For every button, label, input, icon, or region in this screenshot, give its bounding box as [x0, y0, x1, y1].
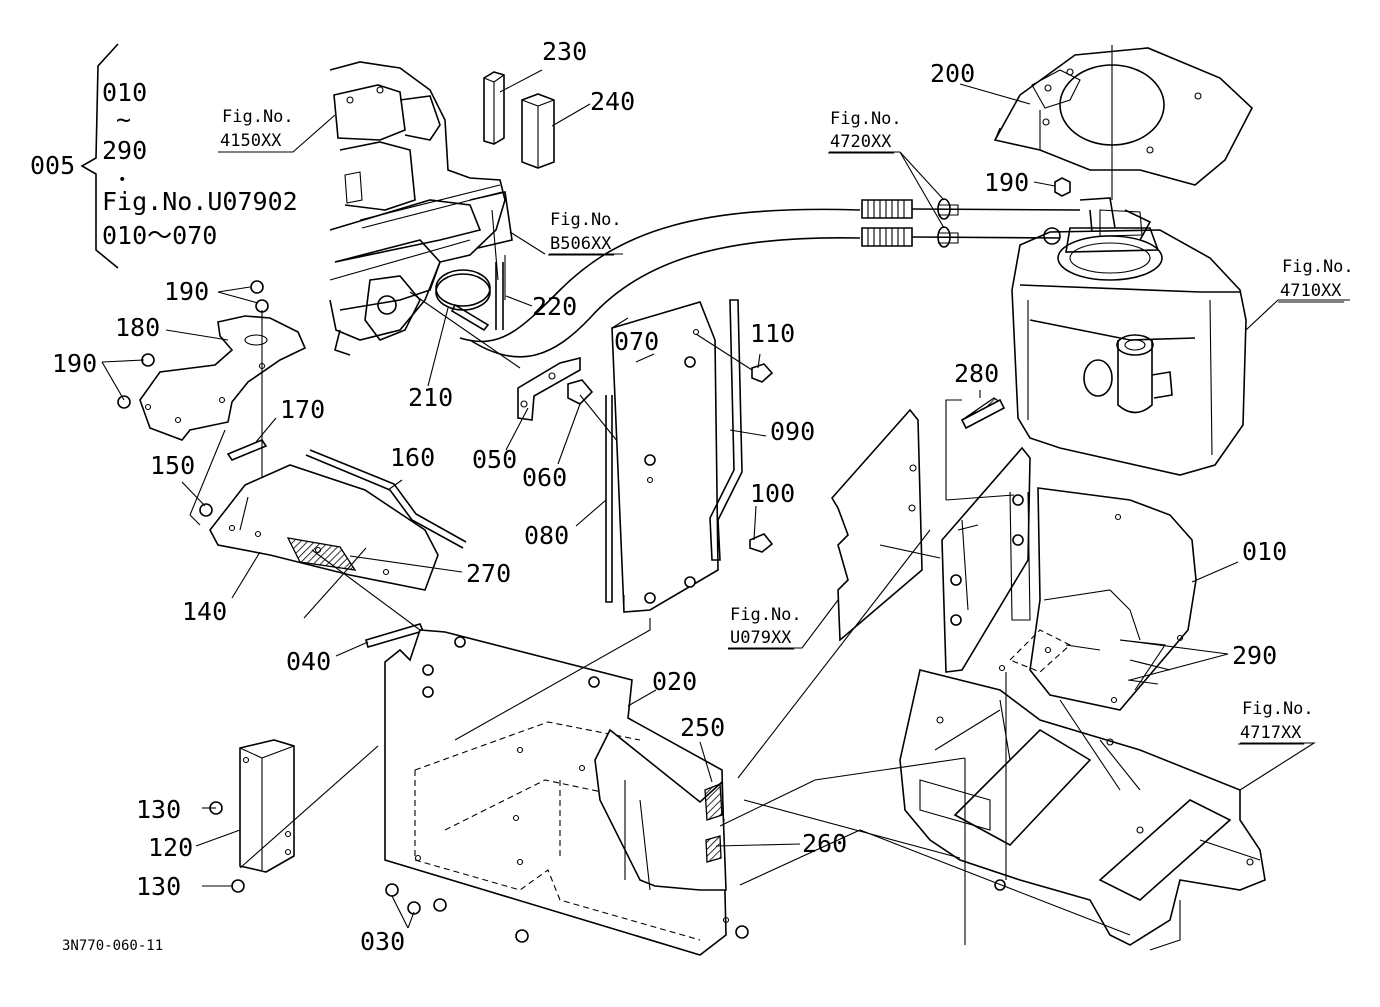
pin-040 — [365, 623, 425, 648]
part-label-150[interactable]: 150 — [150, 451, 195, 480]
bracket-180 — [139, 315, 307, 441]
part-label-190-top[interactable]: 190 — [164, 277, 209, 306]
fig-ref-4717[interactable]: Fig.No. 4717XX — [1238, 699, 1314, 745]
bracket-120 — [239, 739, 295, 873]
group-id: 005 — [30, 151, 75, 180]
svg-text:Fig.No.: Fig.No. — [1242, 699, 1314, 719]
part-label-270[interactable]: 270 — [466, 559, 511, 588]
svg-text:Fig.No.: Fig.No. — [222, 107, 294, 127]
flap-250 — [594, 728, 727, 891]
group-range-start: 010 — [102, 78, 147, 107]
svg-text:4150XX: 4150XX — [220, 131, 282, 151]
rail-080 — [605, 395, 613, 603]
part-label-020[interactable]: 020 — [652, 667, 697, 696]
part-label-220[interactable]: 220 — [532, 292, 577, 321]
svg-text:4717XX: 4717XX — [1240, 723, 1302, 743]
clamp-210 — [435, 269, 491, 332]
group-range-end: 290 — [102, 136, 147, 165]
bolt-130-bottom — [231, 879, 245, 893]
part-label-130-top[interactable]: 130 — [136, 795, 181, 824]
fig-ref-4720[interactable]: Fig.No. 4720XX — [828, 109, 902, 154]
assembly-lines — [189, 239, 1131, 945]
svg-text:B506XX: B506XX — [550, 234, 612, 254]
group-label: 005 010 ~ 290 • Fig.No.U07902 010～070 — [30, 78, 298, 250]
part-label-120[interactable]: 120 — [148, 833, 193, 862]
fig-ref-b506[interactable]: Fig.No. B506XX — [548, 210, 622, 256]
part-labels: 010 020 030 040 050 060 070 080 090 100 … — [52, 37, 1287, 956]
group-dot: • — [118, 172, 126, 188]
part-label-200[interactable]: 200 — [930, 59, 975, 88]
fig-ref-4150[interactable]: Fig.No. 4150XX — [218, 107, 294, 153]
part-label-210[interactable]: 210 — [408, 383, 453, 412]
engine-frame-assembly — [329, 61, 513, 356]
part-label-010[interactable]: 010 — [1242, 537, 1287, 566]
plate-070 — [611, 301, 719, 613]
plate-140 — [189, 464, 439, 591]
part-label-260[interactable]: 260 — [802, 829, 847, 858]
group-fig-range: 010～070 — [102, 221, 217, 250]
leader-lines — [101, 69, 1350, 929]
fig-ref-u079[interactable]: Fig.No. U079XX — [728, 605, 802, 650]
part-label-140[interactable]: 140 — [182, 597, 227, 626]
svg-text:4710XX: 4710XX — [1280, 281, 1342, 301]
rod-220 — [495, 262, 504, 330]
part-label-030[interactable]: 030 — [360, 927, 405, 956]
group-range-tilde: ~ — [116, 105, 131, 134]
part-label-040[interactable]: 040 — [286, 647, 331, 676]
svg-text:4720XX: 4720XX — [830, 132, 892, 152]
part-label-080[interactable]: 080 — [524, 521, 569, 550]
part-label-290[interactable]: 290 — [1232, 641, 1277, 670]
part-label-180[interactable]: 180 — [115, 313, 160, 342]
nut-190-top — [1054, 177, 1071, 197]
part-label-240[interactable]: 240 — [590, 87, 635, 116]
fig-ref-4710[interactable]: Fig.No. 4710XX — [1278, 257, 1354, 303]
part-label-130-bottom[interactable]: 130 — [136, 872, 181, 901]
fuel-tank — [1011, 197, 1247, 476]
svg-text:Fig.No.: Fig.No. — [730, 605, 802, 625]
part-label-280[interactable]: 280 — [954, 359, 999, 388]
base-frame-4717 — [899, 669, 1266, 951]
part-label-060[interactable]: 060 — [522, 463, 567, 492]
part-label-170[interactable]: 170 — [280, 395, 325, 424]
part-label-230[interactable]: 230 — [542, 37, 587, 66]
fuel-hoses — [459, 198, 1081, 358]
rod-160 — [305, 449, 467, 549]
label-280-outline — [960, 398, 1006, 430]
bolt-100 — [749, 533, 774, 553]
bolts-030 — [385, 883, 749, 943]
bolt-110 — [695, 333, 774, 383]
part-label-250[interactable]: 250 — [680, 713, 725, 742]
rail-090 — [709, 299, 743, 561]
part-label-190-right[interactable]: 190 — [984, 168, 1029, 197]
bolts-190-left — [117, 280, 269, 500]
svg-text:Fig.No.: Fig.No. — [550, 210, 622, 230]
diagram-code: 3N770-060-11 — [62, 938, 163, 954]
bracket-050 — [517, 356, 581, 421]
svg-text:Fig.No.: Fig.No. — [830, 109, 902, 129]
tank-bracket-010 — [941, 446, 1197, 711]
svg-text:U079XX: U079XX — [730, 628, 792, 648]
part-label-090[interactable]: 090 — [770, 417, 815, 446]
group-fig-ref: Fig.No.U07902 — [102, 187, 298, 216]
block-230 — [483, 71, 505, 145]
part-label-110[interactable]: 110 — [750, 319, 795, 348]
part-label-070[interactable]: 070 — [614, 327, 659, 356]
cover-200 — [993, 45, 1253, 200]
part-label-160[interactable]: 160 — [390, 443, 435, 472]
svg-text:Fig.No.: Fig.No. — [1282, 257, 1354, 277]
group-brace — [80, 43, 119, 269]
block-240 — [521, 93, 555, 169]
part-label-100[interactable]: 100 — [750, 479, 795, 508]
side-plate-u079 — [831, 408, 923, 642]
pin-170 — [226, 439, 268, 461]
part-label-050[interactable]: 050 — [472, 445, 517, 474]
part-label-190-left[interactable]: 190 — [52, 349, 97, 378]
